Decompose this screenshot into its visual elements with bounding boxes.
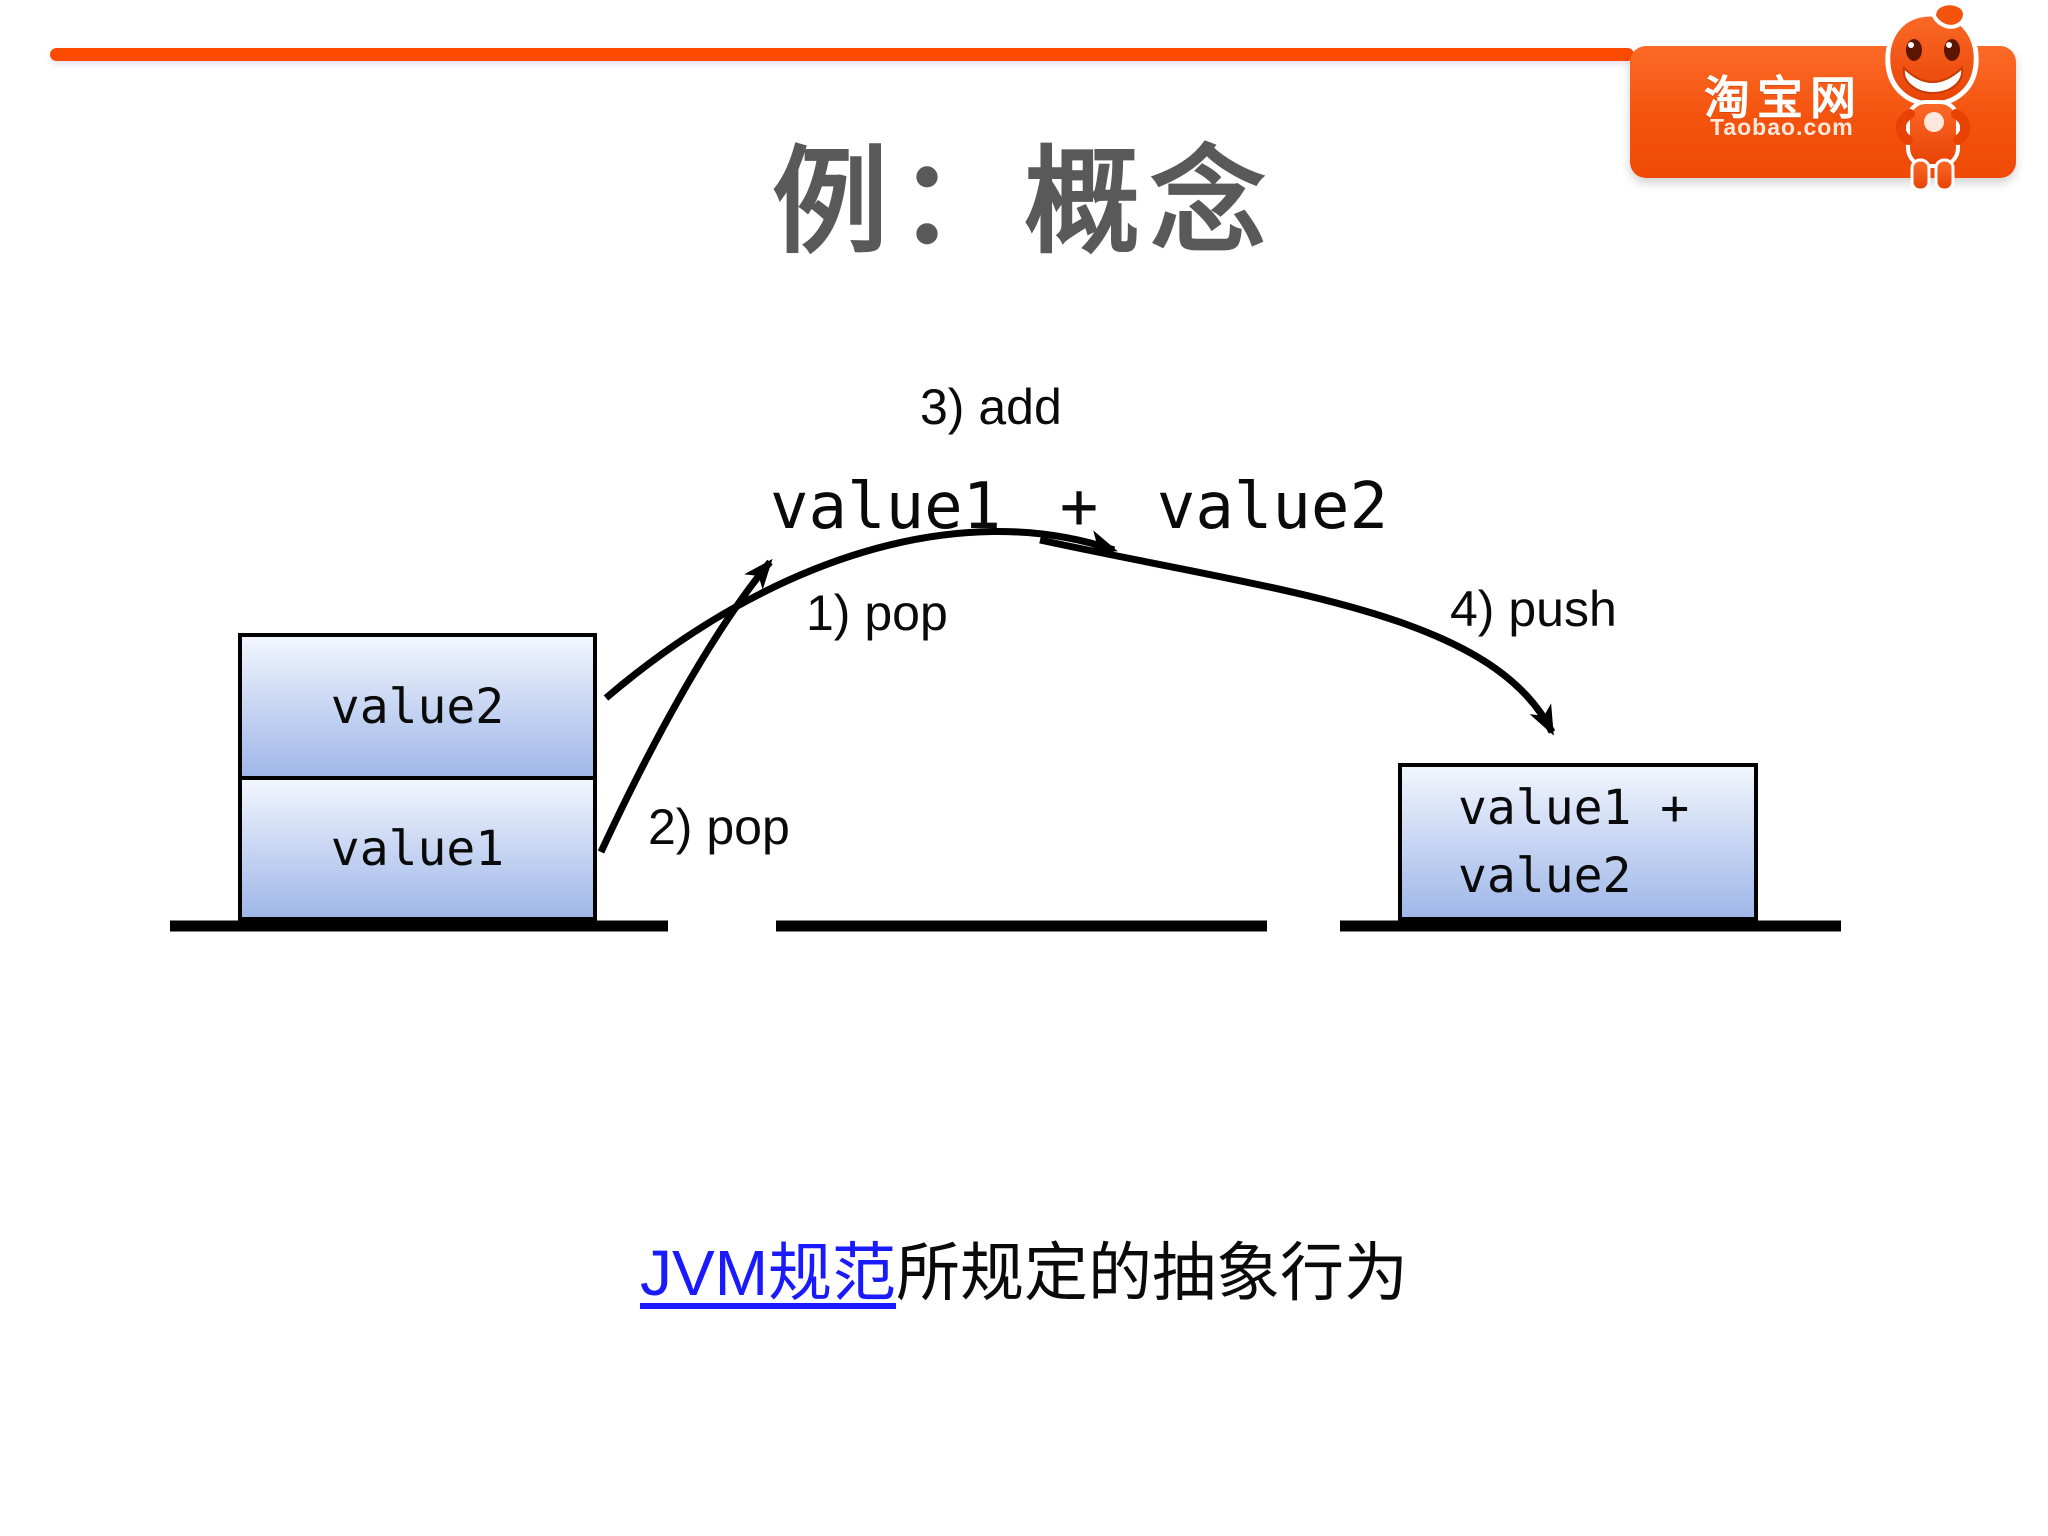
- taobao-mascot-icon: [1885, 2, 1979, 192]
- step-add-label: 3) add: [920, 379, 1062, 435]
- push-arrow: [1039, 536, 1556, 736]
- accent-line: [50, 48, 1634, 61]
- result-box: value1 + value2: [1398, 763, 1758, 921]
- page-title: 例：概念: [772, 137, 1276, 267]
- expression-text: value1 + value2: [770, 470, 1388, 544]
- stack-item-value2: value2: [238, 633, 597, 780]
- caption-rest-text: 所规定的抽象行为: [896, 1237, 1408, 1309]
- step-push-label: 4) push: [1450, 581, 1617, 637]
- step-pop2-label: 2) pop: [648, 799, 790, 855]
- pop2-arrow: [597, 558, 773, 854]
- pop1-arrow: [603, 527, 1118, 701]
- taobao-domain-text: Taobao.com: [1710, 114, 1854, 140]
- stack-item-value1: value1: [238, 776, 597, 921]
- result-line-2: value2: [1458, 848, 1632, 904]
- result-line-1: value1 +: [1458, 780, 1690, 836]
- step-pop1-label: 1) pop: [806, 585, 948, 641]
- taobao-logo-text: 淘宝网: [1704, 72, 1863, 124]
- jvm-spec-link[interactable]: JVM规范: [640, 1237, 896, 1309]
- caption: JVM规范所规定的抽象行为: [0, 1222, 2048, 1314]
- operand-stack: value2 value1: [238, 633, 597, 921]
